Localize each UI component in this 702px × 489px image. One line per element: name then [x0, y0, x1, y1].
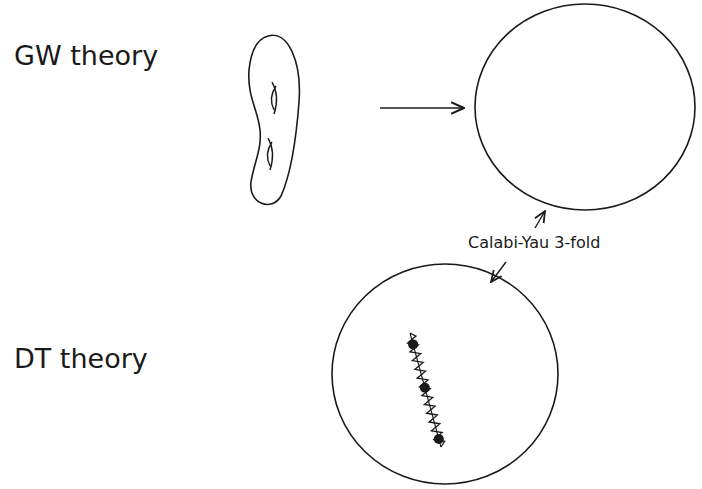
point-dot: [420, 383, 430, 393]
genus-two-surface: [249, 35, 300, 204]
calabi-yau-circle: [332, 264, 558, 484]
curve-axis: [410, 333, 441, 447]
calabi-yau-circle: [475, 4, 695, 210]
pointer-arrow: [491, 262, 506, 282]
zigzag-curve: [408, 333, 445, 447]
map-arrow: [380, 107, 464, 109]
surface-hole: [268, 138, 273, 170]
pointer-arrow: [535, 211, 545, 228]
point-dot: [434, 434, 444, 444]
surface-hole: [267, 142, 272, 166]
curve-with-points: [408, 333, 445, 447]
theory-label: DT theory: [14, 343, 148, 375]
surface-hole: [272, 82, 277, 114]
point-dot: [408, 339, 418, 349]
surface-hole: [271, 86, 276, 110]
theory-label: GW theory: [14, 40, 158, 72]
space-label: Calabi-Yau 3-fold: [468, 233, 600, 252]
